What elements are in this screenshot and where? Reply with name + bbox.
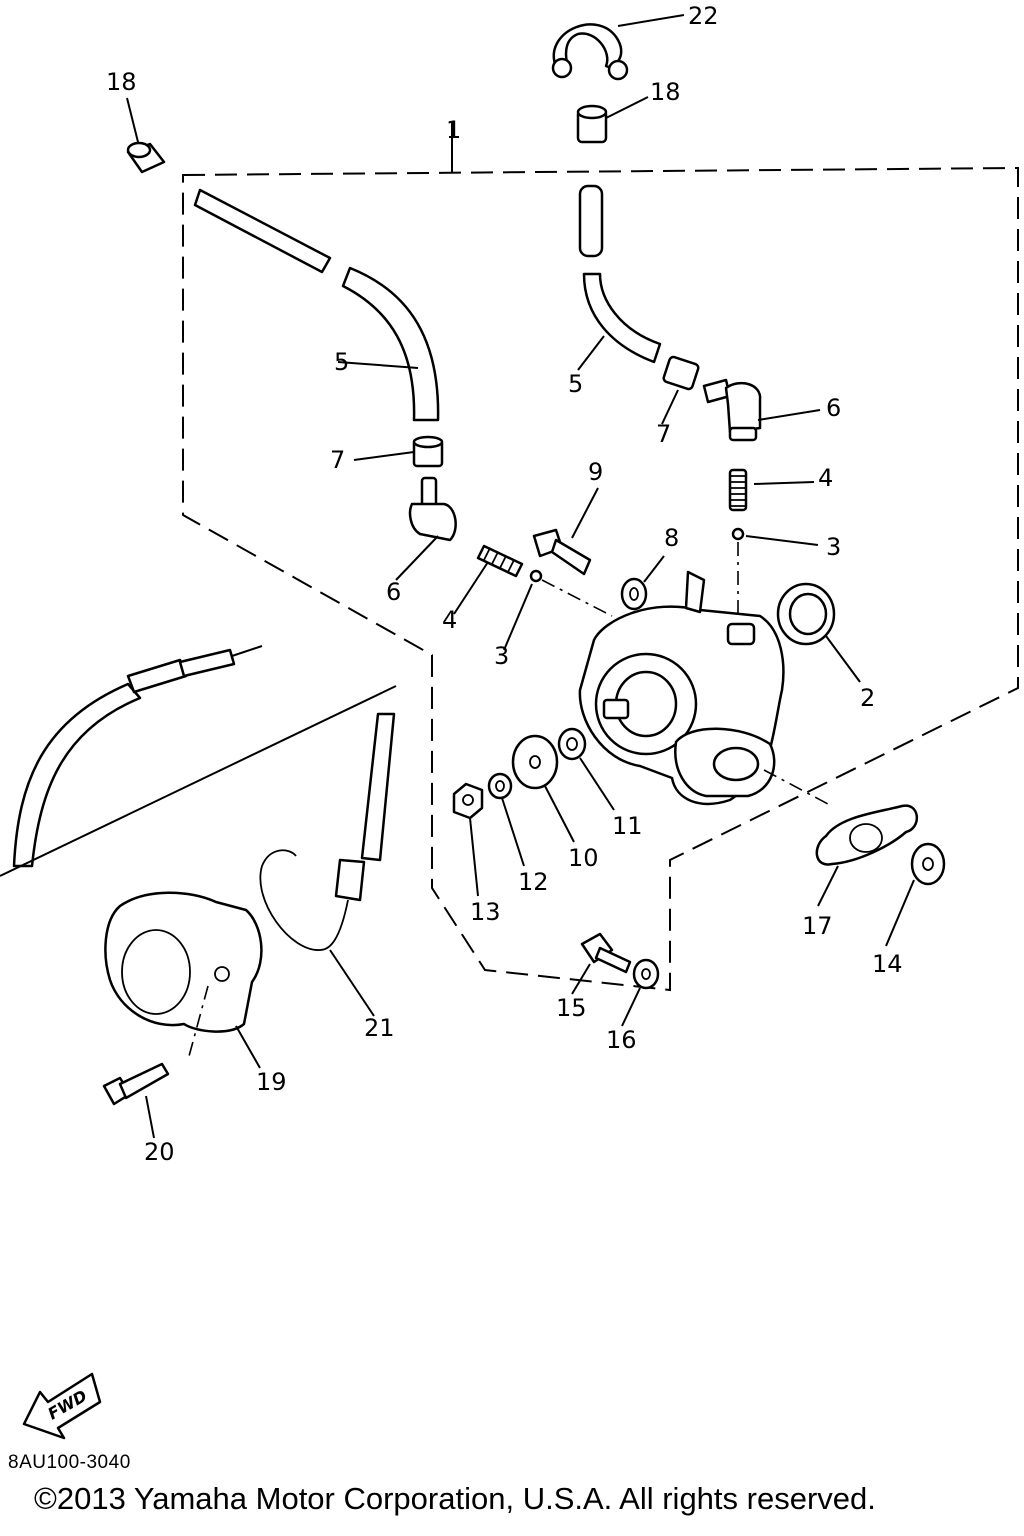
bolt-20 xyxy=(102,1062,170,1139)
callout-c18a: 18 xyxy=(106,68,137,96)
ball-3-right xyxy=(731,527,819,630)
callout-c12: 12 xyxy=(518,868,549,896)
collar-7-right xyxy=(661,355,700,425)
washer-16 xyxy=(621,958,660,1027)
bolt-9 xyxy=(532,487,599,576)
ball-3-left xyxy=(503,569,613,651)
callout-c1: 1 xyxy=(446,116,461,144)
fwd-arrow-icon: FWD xyxy=(22,1372,102,1440)
nut-13 xyxy=(452,782,484,897)
hose-5-left xyxy=(193,188,440,422)
oil-pump-body xyxy=(578,570,829,806)
callout-c3a: 3 xyxy=(826,533,841,561)
callout-c11: 11 xyxy=(612,812,643,840)
callout-c22: 22 xyxy=(688,2,719,30)
callout-c7b: 7 xyxy=(656,420,671,448)
callout-c19: 19 xyxy=(256,1068,287,1096)
callout-c8: 8 xyxy=(664,524,679,552)
fitting-6-right xyxy=(702,378,821,442)
washer-14 xyxy=(885,842,946,947)
callout-c4a: 4 xyxy=(818,464,833,492)
spring-4-left xyxy=(453,544,524,615)
callout-c17: 17 xyxy=(802,912,833,940)
cover-19 xyxy=(104,891,263,1069)
callout-c14: 14 xyxy=(872,950,903,978)
collar-18-right xyxy=(576,96,649,144)
oil-pump-cable xyxy=(0,645,397,877)
copyright-notice: ©2013 Yamaha Motor Corporation, U.S.A. A… xyxy=(34,1481,876,1516)
callout-c20: 20 xyxy=(144,1138,175,1166)
callout-c18b: 18 xyxy=(650,78,681,106)
callout-c7a: 7 xyxy=(330,446,345,474)
spring-4-right xyxy=(728,468,815,512)
callout-c16: 16 xyxy=(606,1026,637,1054)
callout-c4b: 4 xyxy=(442,606,457,634)
clip-22 xyxy=(551,14,685,81)
callout-c6a: 6 xyxy=(826,394,841,422)
callout-c13: 13 xyxy=(470,898,501,926)
collar-18-left xyxy=(126,97,166,174)
callout-c5a: 5 xyxy=(334,348,349,376)
callout-c6b: 6 xyxy=(386,578,401,606)
collar-7-left xyxy=(353,435,444,468)
hose-5-right xyxy=(577,184,662,371)
washer-11 xyxy=(557,727,615,811)
callout-c9: 9 xyxy=(588,458,603,486)
callout-c5b: 5 xyxy=(568,370,583,398)
bolt-15 xyxy=(571,932,632,995)
cable-21 xyxy=(259,712,396,1017)
assembly-boundary xyxy=(182,166,1019,992)
oil-seal-2 xyxy=(776,582,861,683)
washer-12 xyxy=(487,772,525,867)
callout-c2: 2 xyxy=(860,684,875,712)
callout-c15: 15 xyxy=(556,994,587,1022)
washer-8 xyxy=(620,555,665,611)
washer-10 xyxy=(511,734,575,843)
callout-c21: 21 xyxy=(364,1014,395,1042)
fitting-6-left xyxy=(395,476,457,581)
callout-c10: 10 xyxy=(568,844,599,872)
callout-c3b: 3 xyxy=(494,642,509,670)
diagram-code: 8AU100-3040 xyxy=(8,1452,131,1473)
gasket-17 xyxy=(815,804,918,907)
